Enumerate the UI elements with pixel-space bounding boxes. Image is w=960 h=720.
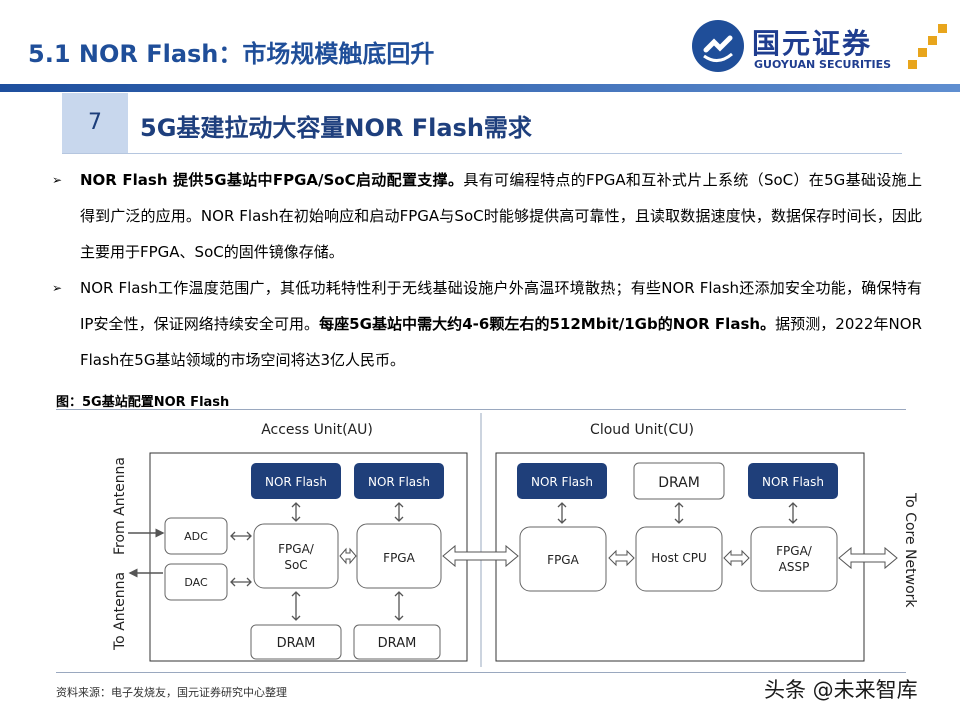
to-core-network-label: To Core Network [902,492,918,608]
vertical-link-arrow [291,591,301,621]
bullet-arrow-icon: ➢ [52,173,63,187]
fpga-au-box [356,523,442,589]
vertical-link-arrow [788,502,798,524]
dram-box [353,624,441,660]
header-divider-bar [0,84,960,92]
nor-flash-box [251,463,341,499]
block-link-arrow [723,549,750,567]
figure-title-divider [56,409,906,410]
dram-box [250,624,342,660]
bullet-item: ➢ NOR Flash工作温度范围广，其低功耗特性利于无线基础设施户外高温环境散… [52,270,922,378]
source-divider [56,672,906,673]
fpga-cu-label: FPGA [547,553,579,567]
bullet-tail: 据预测，2022年NOR Flash在5G基站领域的市场空间将达3亿人民币。 [80,315,922,369]
adc-link-arrow [230,531,252,541]
fpga-cu-box [519,526,607,592]
fpga-soc-label-line1: FPGA/ [278,542,315,556]
section-title: 5G基建拉动大容量NOR Flash需求 [140,114,532,142]
nor-flash-box [748,463,838,499]
fpga-assp-box [750,526,838,592]
bullet-arrow-icon: ➢ [52,281,63,295]
au-label: Access Unit(AU) [261,422,373,438]
logo-text-cn: 国元证券 [752,27,873,60]
logo-square-icon [908,60,917,69]
core-network-link-arrow [838,546,898,570]
host-cpu-label: Host CPU [651,551,707,565]
vertical-link-arrow [291,502,301,522]
logo-emblem-icon [692,20,744,72]
company-logo: 国元证券 GUOYUAN SECURITIES [692,20,952,76]
logo-square-icon [928,36,937,45]
host-cpu-box [635,526,723,592]
watermark: 头条 @未来智库 [764,678,918,702]
vertical-link-arrow [394,591,404,621]
bullet-text: 具有可编程特点的FPGA和互补式片上系统（SoC）在5G基础设施上得到广泛的应用… [80,171,922,261]
figure-title: 图：5G基站配置NOR Flash [56,395,230,410]
dac-box [164,563,228,601]
nor-flash-box [517,463,607,499]
from-antenna-label: From Antenna [112,457,128,555]
dram-cu-box [633,462,725,500]
bullet-bold-mid: 每座5G基站中需大约4-6颗左右的512Mbit/1Gb的NOR Flash。 [319,315,776,333]
adc-box [164,517,228,555]
dram-label: DRAM [378,636,417,651]
nor-flash-label: NOR Flash [265,475,327,489]
fpga-soc-label-line2: SoC [284,558,307,572]
logo-square-icon [938,24,947,33]
fpga-au-label: FPGA [383,551,415,565]
to-antenna-label: To Antenna [112,572,128,651]
dac-label: DAC [184,576,208,589]
bullet-bold-lead: NOR Flash 提供5G基站中FPGA/SoC启动配置支撑。 [80,171,464,189]
source-note: 资料来源：电子发烧友，国元证券研究中心整理 [56,686,287,699]
page-title: 5.1 NOR Flash：市场规模触底回升 [28,40,435,68]
section-divider [62,153,902,154]
fpga-assp-label-line2: ASSP [779,560,810,574]
vertical-link-arrow [674,502,684,524]
nor-flash-label: NOR Flash [762,475,824,489]
section-number: 7 [62,93,128,153]
logo-text-en: GUOYUAN SECURITIES [754,58,892,71]
fpga-assp-label-line1: FPGA/ [776,544,813,558]
logo-square-icon [918,48,927,57]
vertical-link-arrow [394,502,404,522]
vertical-link-arrow [557,502,567,524]
dac-link-arrow [230,577,252,587]
nor-flash-label: NOR Flash [531,475,593,489]
block-link-arrow [339,547,357,565]
bullet-text: NOR Flash工作温度范围广，其低功耗特性利于无线基础设施户外高温环境散热；… [80,279,922,333]
dram-cu-label: DRAM [658,475,700,491]
bullet-item: ➢ NOR Flash 提供5G基站中FPGA/SoC启动配置支撑。具有可编程特… [52,162,922,270]
block-link-arrow [608,549,635,567]
base-station-diagram: Access Unit(AU) Cloud Unit(CU) From Ante… [112,413,918,667]
dram-label: DRAM [277,636,316,651]
nor-flash-box [354,463,444,499]
adc-label: ADC [184,530,208,543]
nor-flash-label: NOR Flash [368,475,430,489]
cu-label: Cloud Unit(CU) [590,422,694,438]
fpga-soc-box [253,523,339,589]
au-cu-link-arrow [442,544,519,568]
